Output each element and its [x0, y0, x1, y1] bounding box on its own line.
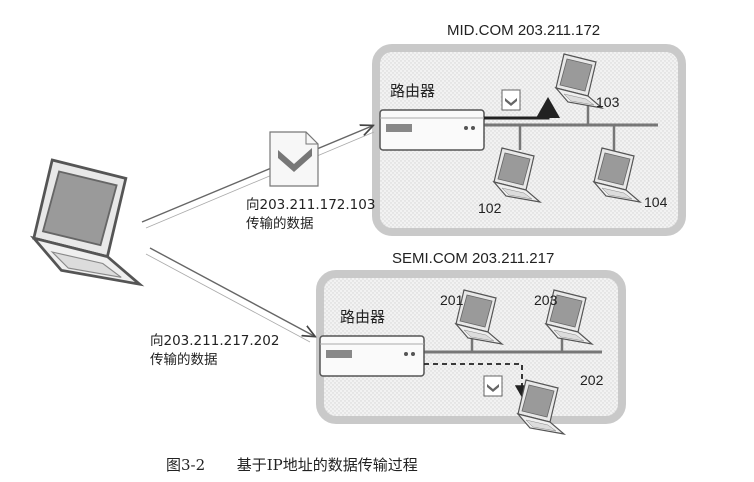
packet-label-to-semi: 向203.211.217.202 传输的数据	[150, 332, 279, 370]
figure-number: 图3-2	[166, 456, 206, 474]
host-label-102: 102	[478, 200, 502, 216]
host-label-202: 202	[580, 372, 604, 388]
arrow-to-semi-router	[149, 247, 314, 336]
packet-label-to-semi-line2: 传输的数据	[150, 352, 218, 368]
host-label-103: 103	[596, 94, 620, 110]
figure-caption: 图3-2 基于IP地址的数据传输过程	[166, 454, 418, 475]
host-label-203: 203	[534, 292, 558, 308]
semi-packet-icon	[483, 375, 503, 397]
host-label-201: 201	[440, 292, 464, 308]
packet-label-to-mid-line1: 向203.211.172.103	[246, 197, 376, 213]
arrow-to-mid-router	[141, 126, 372, 223]
packet-label-to-mid: 向203.211.172.103 传输的数据	[246, 196, 375, 234]
semi-network-title: SEMI.COM 203.211.217	[392, 250, 555, 267]
packet-document-icon	[269, 131, 319, 187]
mid-network-title: MID.COM 203.211.172	[447, 22, 601, 39]
host-label-104: 104	[644, 194, 668, 210]
mid-router-label: 路由器	[390, 82, 436, 100]
semi-router	[319, 335, 425, 377]
packet-label-to-semi-line1: 向203.211.217.202	[150, 333, 280, 349]
source-laptop	[32, 158, 141, 286]
semi-delivery-path	[424, 363, 530, 398]
mid-packet-icon	[501, 89, 521, 111]
figure-title: 基于IP地址的数据传输过程	[236, 456, 418, 474]
packet-label-to-mid-line2: 传输的数据	[246, 216, 314, 232]
semi-router-label: 路由器	[340, 308, 386, 326]
mid-router	[379, 109, 485, 151]
mid-delivery-path	[484, 97, 560, 120]
